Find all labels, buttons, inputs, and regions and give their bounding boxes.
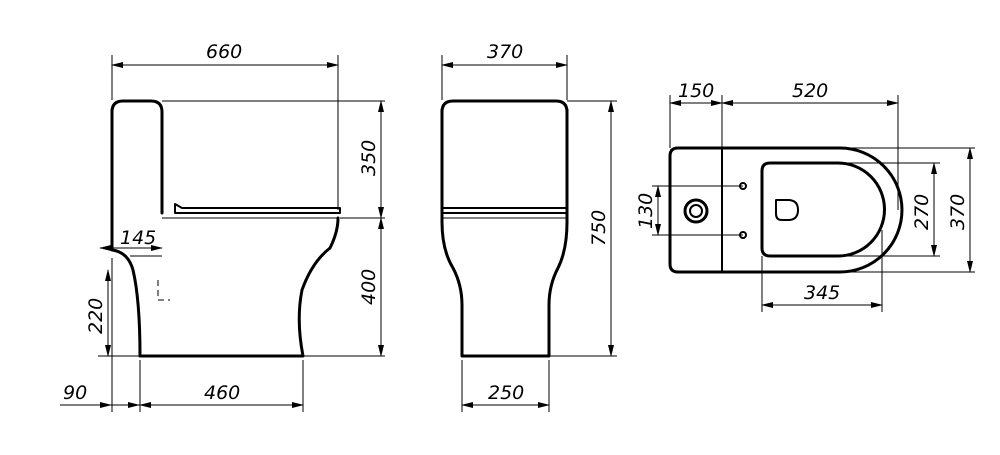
dim-front-base-width: 250 bbox=[488, 382, 524, 404]
dim-side-bowl-height: 400 bbox=[358, 269, 380, 305]
dim-side-outlet-height: 220 bbox=[85, 298, 107, 334]
dim-side-base-length: 460 bbox=[204, 382, 240, 404]
side-outlet-marker bbox=[157, 280, 170, 301]
side-body-outline bbox=[110, 108, 340, 358]
dim-side-setback: 145 bbox=[120, 227, 156, 249]
front-view: 370 750 250 bbox=[440, 41, 617, 412]
dim-side-total-width: 660 bbox=[206, 41, 242, 63]
dim-side-tank-height: 350 bbox=[358, 140, 380, 176]
side-tank-lid bbox=[110, 99, 164, 117]
side-view: 660 350 400 145 220 90 460 bbox=[60, 41, 385, 412]
top-seat bbox=[760, 161, 886, 258]
front-tank-top bbox=[440, 99, 569, 114]
front-body-outline bbox=[440, 108, 569, 358]
dim-top-hole-spacing: 130 bbox=[635, 193, 657, 229]
side-seat bbox=[174, 203, 341, 214]
top-bowl-opening bbox=[775, 199, 799, 221]
dim-top-seat-width: 270 bbox=[911, 194, 933, 230]
top-view: 150 520 345 130 270 370 bbox=[635, 80, 975, 312]
dim-top-seat-length: 345 bbox=[804, 282, 840, 304]
dim-front-total-height: 750 bbox=[588, 210, 610, 246]
dim-top-bowl-length: 520 bbox=[792, 80, 828, 102]
top-outline bbox=[668, 146, 904, 274]
dim-top-tank-depth: 150 bbox=[678, 80, 714, 102]
dim-side-back-offset: 90 bbox=[63, 382, 87, 404]
dim-top-total-width: 370 bbox=[947, 194, 969, 230]
top-flush-button-outer bbox=[683, 198, 709, 224]
top-flush-button-inner bbox=[689, 204, 703, 218]
dim-front-width: 370 bbox=[487, 41, 523, 63]
